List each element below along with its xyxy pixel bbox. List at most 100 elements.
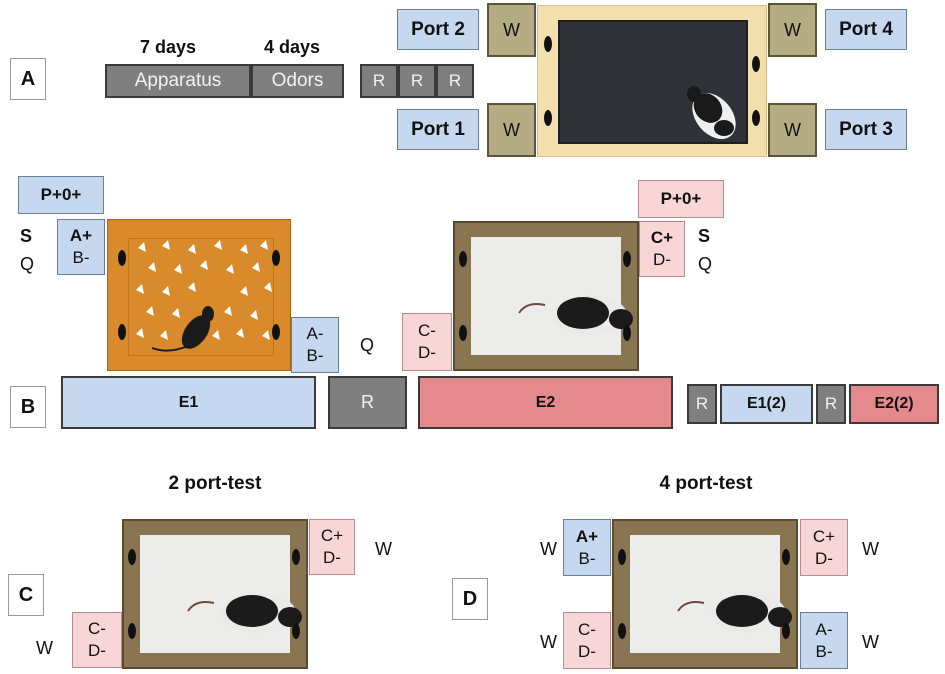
e1-odor-box-rewarded: A+ B- (57, 219, 105, 275)
port-hole-icon (118, 324, 126, 340)
q-label-right: Q (698, 254, 713, 274)
d-odor-box-top-right: C+ D- (800, 519, 848, 576)
odor-top: C+ (812, 526, 836, 546)
port-hole-icon (272, 250, 280, 266)
e1-training-bar: E1 (61, 376, 316, 429)
rat-icon (677, 593, 792, 633)
apparatus-days-label: 7 days (140, 37, 197, 57)
d-water-label-tr: W (862, 539, 879, 559)
c-water-label-top: W (375, 539, 392, 559)
e2-arena-photo (453, 221, 639, 371)
odor-bottom: B- (578, 548, 596, 568)
e1-arena-photo (107, 219, 291, 371)
rest-box-1: R (360, 64, 398, 98)
port-hole-icon (618, 549, 626, 565)
rest-box-3: R (436, 64, 474, 98)
port-hole-icon (782, 623, 790, 639)
port-hole-icon (623, 325, 631, 341)
apparatus-bar: Apparatus (105, 64, 251, 98)
rest-box-2: R (398, 64, 436, 98)
odor-bottom: D- (418, 343, 436, 362)
c-water-label-bottom: W (36, 638, 53, 658)
s-label-left: S (20, 226, 33, 246)
d-water-label-br: W (862, 632, 879, 652)
d-water-label-bl: W (540, 632, 557, 652)
two-port-arena-photo (122, 519, 308, 669)
four-port-test-title: 4 port-test (659, 473, 753, 494)
odor-top: A+ (575, 526, 599, 546)
water-port-4: W (768, 3, 817, 57)
port-hole-icon (618, 623, 626, 639)
odor-top: C+ (320, 526, 344, 545)
port-hole-icon (459, 325, 467, 341)
rat-icon (187, 593, 302, 633)
e2-odor-box-unrewarded: C- D- (402, 313, 452, 371)
water-port-1: W (487, 103, 536, 157)
odor-top: C- (418, 321, 436, 340)
panel-label-a: A (10, 58, 46, 100)
port-hole-icon (118, 250, 126, 266)
port-hole-icon (272, 324, 280, 340)
odor-bottom: D- (323, 548, 341, 567)
water-port-2: W (487, 3, 536, 57)
port-hole-icon (752, 56, 760, 72)
water-port-3: W (768, 103, 817, 157)
s-label-right: S (698, 226, 711, 246)
odor-bottom: D- (653, 250, 671, 269)
rest-bar: R (328, 376, 407, 429)
q-label-left: Q (20, 254, 35, 274)
odor-bottom: B- (72, 248, 90, 267)
odor-bottom: B- (815, 641, 833, 661)
rest-box-small-2: R (816, 384, 846, 424)
e2-training-bar: E2 (418, 376, 673, 429)
odor-bottom: D- (578, 641, 596, 661)
odor-top: C+ (650, 228, 674, 247)
port-2-label: Port 2 (397, 9, 479, 50)
odor-bottom: D- (88, 641, 106, 660)
d-odor-box-top-left: A+ B- (563, 519, 611, 576)
odors-bar: Odors (251, 64, 344, 98)
e1-odor-box-unrewarded: A- B- (291, 317, 339, 373)
rat-icon (687, 86, 736, 140)
e2-odor-box-rewarded: C+ D- (639, 221, 685, 277)
port-hole-icon (128, 623, 136, 639)
odor-top: A- (306, 324, 324, 343)
rat-icon (518, 295, 633, 335)
triangle-pattern-floor (128, 238, 274, 356)
odors-days-label: 4 days (264, 37, 321, 57)
q-label-middle: Q (360, 335, 375, 355)
d-odor-box-bottom-left: C- D- (563, 612, 611, 669)
odor-bottom: B- (306, 346, 324, 365)
rest-box-small-1: R (687, 384, 717, 424)
d-water-label-tl: W (540, 539, 557, 559)
port-3-label: Port 3 (825, 109, 907, 150)
apparatus-floor (558, 20, 748, 144)
port-4-label: Port 4 (825, 9, 907, 50)
port-hole-icon (623, 251, 631, 267)
four-port-arena-photo (612, 519, 798, 669)
port-hole-icon (752, 110, 760, 126)
odor-bottom: D- (815, 548, 833, 568)
c-odor-box-unrewarded: C- D- (72, 612, 122, 668)
apparatus-photo (537, 5, 767, 157)
pretraining-label-left: P+0+ (18, 176, 104, 214)
port-hole-icon (544, 36, 552, 52)
c-odor-box-rewarded: C+ D- (309, 519, 355, 575)
port-hole-icon (292, 549, 300, 565)
e1-retraining-bar: E1(2) (720, 384, 813, 424)
d-odor-box-bottom-right: A- B- (800, 612, 848, 669)
odor-top: A+ (69, 226, 93, 245)
e2-retraining-bar: E2(2) (849, 384, 939, 424)
port-hole-icon (459, 251, 467, 267)
pretraining-label-right: P+0+ (638, 180, 724, 218)
panel-label-d: D (452, 578, 488, 620)
odor-top: C- (578, 619, 596, 639)
odor-top: A- (815, 619, 833, 639)
port-hole-icon (782, 549, 790, 565)
panel-label-b: B (10, 386, 46, 428)
port-1-label: Port 1 (397, 109, 479, 150)
port-hole-icon (128, 549, 136, 565)
port-hole-icon (292, 623, 300, 639)
two-port-test-title: 2 port-test (168, 473, 262, 494)
panel-label-c: C (8, 574, 44, 616)
